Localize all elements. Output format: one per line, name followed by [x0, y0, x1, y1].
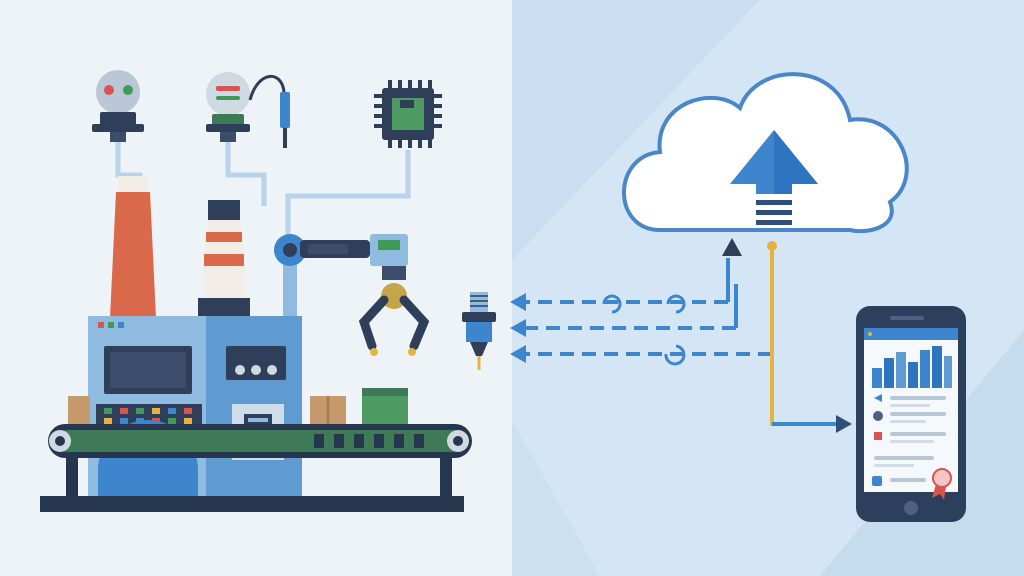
factory-machine-right [206, 316, 302, 496]
right-panel-facet-3 [512, 420, 600, 576]
conveyor-belt [40, 424, 472, 512]
phone-chart-graphic [872, 346, 952, 388]
chimney-right [198, 200, 250, 318]
inductive-sensor-icon [462, 292, 496, 370]
data-arrows [520, 258, 772, 356]
phone-list-rows [872, 394, 946, 486]
cargo-box-left [68, 396, 90, 424]
arrowhead-phone [836, 415, 852, 433]
probe-sensor-icon [280, 92, 290, 148]
chimney-left [110, 176, 156, 318]
arrowhead-1 [510, 293, 526, 311]
arrowhead-2 [510, 319, 526, 337]
right-panel-facet [512, 0, 760, 260]
indicator-sensor-icon [206, 72, 286, 142]
award-ribbon-icon [932, 468, 952, 500]
factory-machine-left [88, 316, 206, 496]
smartphone-dashboard-icon [856, 306, 966, 522]
sync-icon [602, 294, 686, 366]
arrowhead-up [722, 238, 742, 256]
cloud-upload-icon [622, 72, 909, 234]
gold-line-node [767, 241, 777, 251]
temperature-sensor-icon [92, 70, 144, 142]
cargo-box-green-lid [362, 388, 408, 396]
arrowhead-3 [510, 345, 526, 363]
microchip-icon [374, 80, 442, 148]
robotic-arm-icon [274, 234, 430, 356]
